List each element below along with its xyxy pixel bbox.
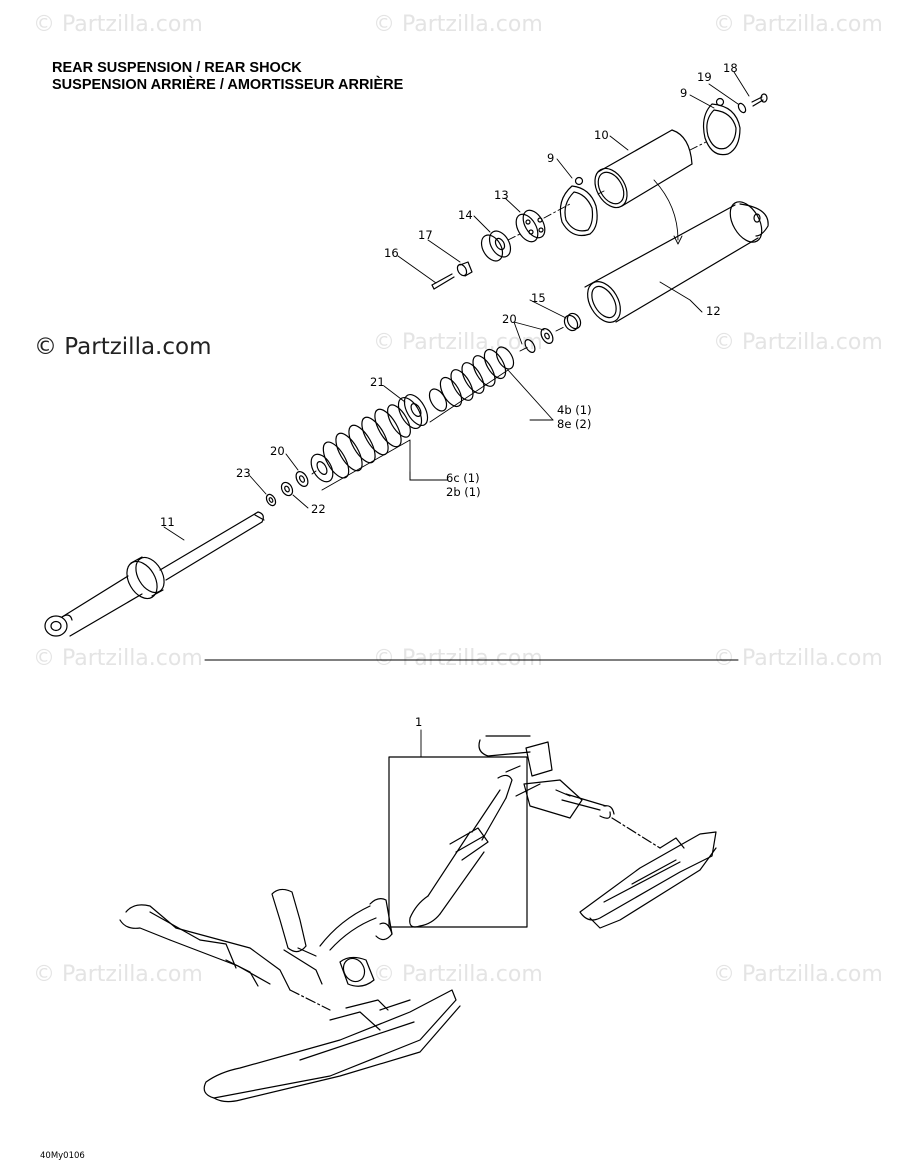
part-20-washer <box>295 471 309 487</box>
overview-arm <box>319 898 393 987</box>
part-17-spacer <box>456 261 473 277</box>
watermark: © Partzilla.com <box>713 962 883 987</box>
callout-6c: 6c (1) <box>446 471 480 485</box>
part-14-cap <box>480 230 512 262</box>
callout-14: 14 <box>458 208 473 222</box>
callout-12: 12 <box>706 304 721 318</box>
watermark: © Partzilla.com <box>373 646 543 671</box>
part-10-sleeve <box>594 129 693 209</box>
part-9-clamp-upper <box>702 97 741 156</box>
callout-10: 10 <box>594 128 609 142</box>
overview-shock <box>409 774 513 928</box>
watermark: © Partzilla.com <box>33 962 203 987</box>
part-6c-spring <box>310 404 411 483</box>
callout-21: 21 <box>370 375 385 389</box>
callout-16: 16 <box>384 246 399 260</box>
callout-1: 1 <box>415 715 423 729</box>
callout-11: 11 <box>160 515 175 529</box>
diagram-title-en: REAR SUSPENSION / REAR SHOCK <box>52 60 302 76</box>
overview-rail-left <box>119 888 461 1103</box>
callout-15: 15 <box>531 291 546 305</box>
watermark-dark: © Partzilla.com <box>34 334 212 360</box>
watermark: © Partzilla.com <box>33 12 203 37</box>
part-11-shock-body <box>44 511 265 637</box>
callout-8e: 8e (2) <box>557 417 592 431</box>
callout-9: 9 <box>547 151 555 165</box>
callout-13: 13 <box>494 188 509 202</box>
watermark: © Partzilla.com <box>373 330 543 355</box>
watermark: © Partzilla.com <box>33 646 203 671</box>
callout-2b: 2b (1) <box>446 485 481 499</box>
callout-4b: 4b (1) <box>557 403 592 417</box>
part-12-reservoir <box>584 201 769 323</box>
part-16-screw <box>431 273 455 290</box>
part-4b-spring <box>428 346 515 412</box>
part-19-nut <box>737 102 747 114</box>
callout-9-upper: 9 <box>680 86 688 100</box>
callout-20-lower: 20 <box>270 444 285 458</box>
callout-23: 23 <box>236 466 251 480</box>
part-22-washer <box>280 481 294 497</box>
part-23-nut <box>265 493 277 507</box>
callout-18: 18 <box>723 61 738 75</box>
diagram-title-fr: SUSPENSION ARRIÈRE / AMORTISSEUR ARRIÈRE <box>52 77 404 93</box>
callout-17: 17 <box>418 228 433 242</box>
callout-19: 19 <box>697 70 712 84</box>
callout-22: 22 <box>311 502 326 516</box>
overview-rail-right <box>478 735 717 929</box>
watermark: © Partzilla.com <box>373 962 543 987</box>
watermark: © Partzilla.com <box>373 12 543 37</box>
part-18-bolt <box>751 93 768 107</box>
figure-code: 40My0106 <box>40 1151 85 1161</box>
watermark: © Partzilla.com <box>713 12 883 37</box>
part-13-piston <box>515 209 546 243</box>
part-21-coupler <box>397 394 429 429</box>
overview-frame-box <box>388 729 528 928</box>
watermark: © Partzilla.com <box>713 330 883 355</box>
part-20-washer-upper <box>524 339 536 353</box>
part-9-clamp <box>559 176 598 237</box>
watermark: © Partzilla.com <box>713 646 883 671</box>
callout-20-upper: 20 <box>502 312 517 326</box>
